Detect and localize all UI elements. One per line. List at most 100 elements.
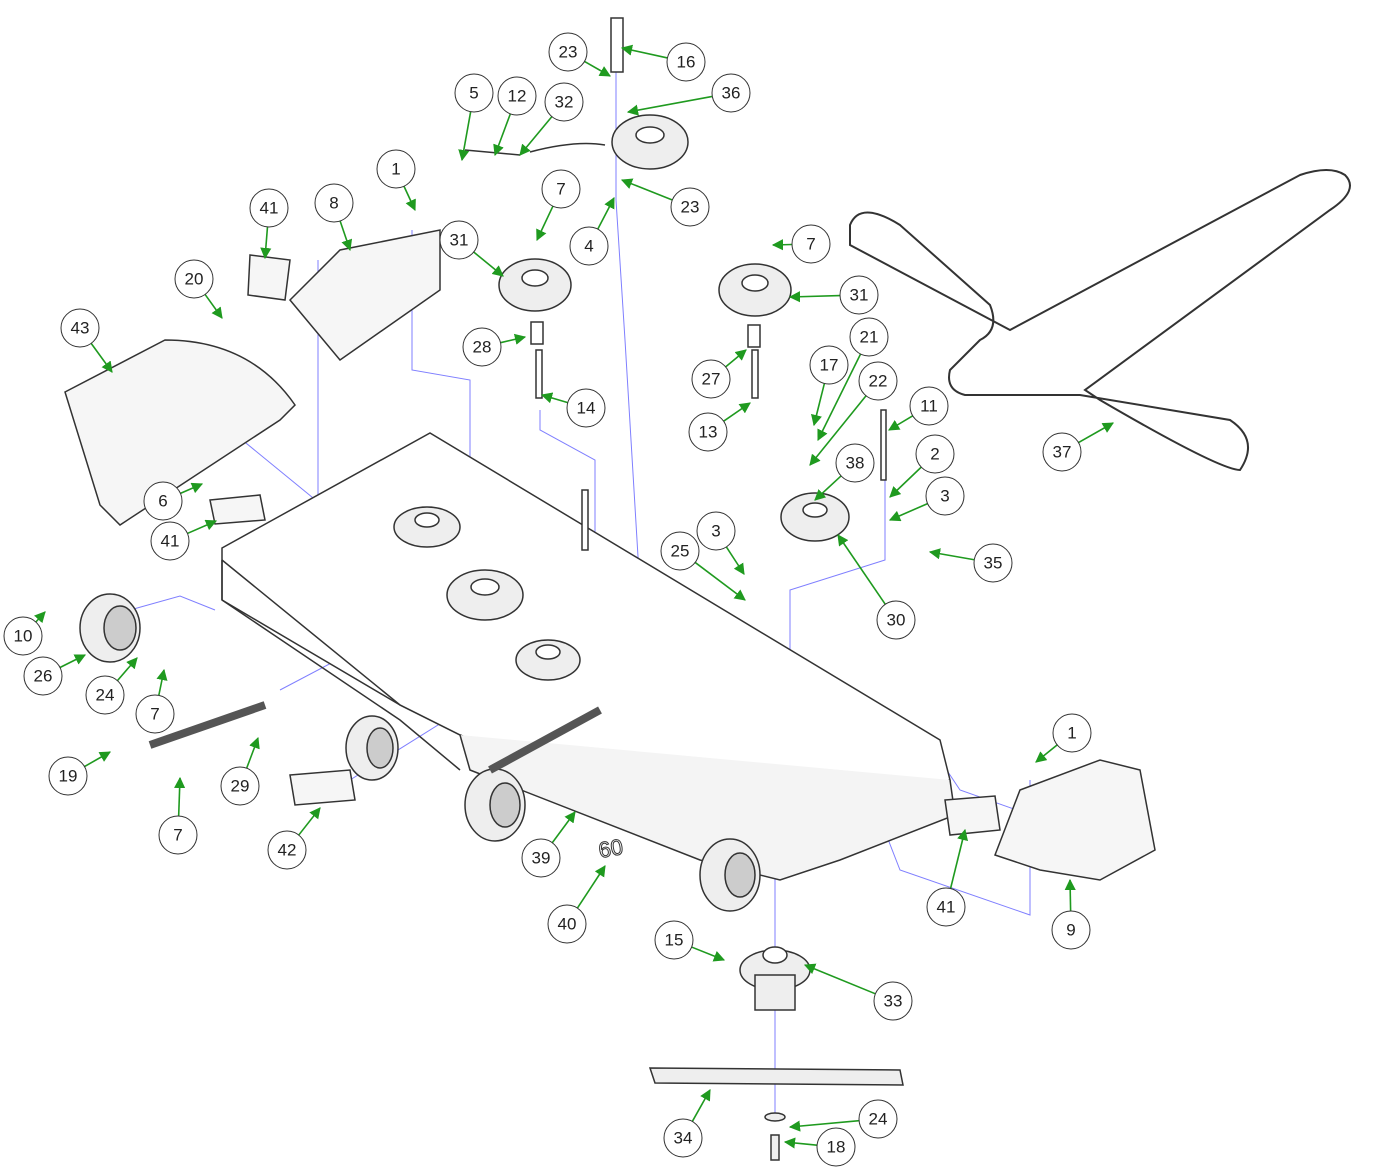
callout-circle xyxy=(816,1127,856,1167)
callout-circle xyxy=(462,327,502,367)
callout-number: 22 xyxy=(869,372,888,391)
callout-number: 34 xyxy=(674,1129,693,1148)
shields xyxy=(64,229,1156,881)
leader-arrow xyxy=(536,205,554,242)
callout-13: 13 xyxy=(688,412,728,452)
leader-arrow xyxy=(551,811,576,844)
callout-16: 16 xyxy=(666,42,706,82)
callout-number: 21 xyxy=(860,328,879,347)
callout-circle xyxy=(566,388,606,428)
callout-number: 42 xyxy=(278,841,297,860)
leader-arrow xyxy=(788,291,841,303)
leader-arrow xyxy=(500,333,527,345)
callout-number: 28 xyxy=(473,338,492,357)
callout-circle xyxy=(158,815,198,855)
leader-arrow xyxy=(403,185,416,212)
callout-circle xyxy=(521,838,561,878)
callout-number: 24 xyxy=(96,686,115,705)
leader-arrow xyxy=(84,751,111,768)
leader-arrow xyxy=(888,502,928,522)
leader-arrow xyxy=(694,561,746,601)
leader-arrow xyxy=(540,392,569,404)
callout-41: 41 xyxy=(249,188,289,228)
leader-arrow xyxy=(803,963,876,995)
callout-number: 41 xyxy=(937,898,956,917)
callout-number: 43 xyxy=(71,319,90,338)
leader-arrow xyxy=(1035,744,1058,763)
callout-circle xyxy=(267,830,307,870)
callout-circle xyxy=(835,443,875,483)
leader-arrow xyxy=(204,293,223,319)
callout-circle xyxy=(711,73,751,113)
callout-circle xyxy=(973,543,1013,583)
callout-number: 7 xyxy=(173,826,182,845)
callout-3: 3 xyxy=(696,511,736,551)
leader-arrow xyxy=(245,736,260,769)
callout-2: 2 xyxy=(915,434,955,474)
deck-pulleys xyxy=(393,506,581,681)
leader-arrow xyxy=(725,349,747,368)
callout-circle xyxy=(85,675,125,715)
callout-29: 29 xyxy=(220,766,260,806)
callout-36: 36 xyxy=(711,73,751,113)
callout-circle xyxy=(654,920,694,960)
leader-arrow xyxy=(584,60,611,77)
callout-circle xyxy=(541,169,581,209)
leader-arrow xyxy=(116,657,138,682)
leader-arrow xyxy=(626,95,713,116)
leader-arrow xyxy=(576,865,606,909)
callout-number: 5 xyxy=(469,84,478,103)
leader-arrow xyxy=(817,353,862,442)
callout-number: 25 xyxy=(671,542,690,561)
callout-28: 28 xyxy=(462,327,502,367)
callout-circle xyxy=(48,756,88,796)
callout-circle xyxy=(314,183,354,223)
callout-number: 31 xyxy=(850,286,869,305)
leader-arrow xyxy=(888,415,914,431)
leader-arrow xyxy=(949,828,969,889)
callout-4: 4 xyxy=(569,226,609,266)
callout-circle xyxy=(150,521,190,561)
callout-circle xyxy=(670,187,710,227)
callout-circle xyxy=(3,616,43,656)
callout-circle xyxy=(858,361,898,401)
callout-number: 32 xyxy=(555,93,574,112)
callout-circle xyxy=(60,308,100,348)
callout-number: 7 xyxy=(556,180,565,199)
callout-number: 13 xyxy=(699,423,718,442)
callout-41: 41 xyxy=(926,887,966,927)
callout-number: 6 xyxy=(158,492,167,511)
callout-number: 1 xyxy=(391,160,400,179)
callout-7: 7 xyxy=(791,224,831,264)
callout-38: 38 xyxy=(835,443,875,483)
callout-circle xyxy=(454,73,494,113)
callout-circle xyxy=(926,887,966,927)
leader-arrow xyxy=(788,1119,860,1132)
callout-circle xyxy=(220,766,260,806)
callout-15: 15 xyxy=(654,920,694,960)
callout-circle xyxy=(849,317,889,357)
leader-arrow xyxy=(174,776,186,817)
leader-arrow xyxy=(519,116,553,156)
leader-arrow xyxy=(814,475,842,501)
callout-circle xyxy=(1052,713,1092,753)
callout-33: 33 xyxy=(873,981,913,1021)
leader-arrow xyxy=(260,226,272,260)
leader-arrow xyxy=(771,239,793,251)
callout-number: 39 xyxy=(532,849,551,868)
drive-belt xyxy=(849,169,1351,472)
callout-12: 12 xyxy=(497,76,537,116)
leader-arrow xyxy=(298,807,321,836)
callout-30: 30 xyxy=(876,600,916,640)
callout-circle xyxy=(547,904,587,944)
callout-number: 27 xyxy=(702,370,721,389)
leader-arrows xyxy=(34,44,1114,1149)
callout-34: 34 xyxy=(663,1118,703,1158)
callout-10: 10 xyxy=(3,616,43,656)
leader-arrow xyxy=(691,946,726,962)
callout-circle xyxy=(135,694,175,734)
callout-circle xyxy=(249,188,289,228)
callout-circle xyxy=(666,42,706,82)
